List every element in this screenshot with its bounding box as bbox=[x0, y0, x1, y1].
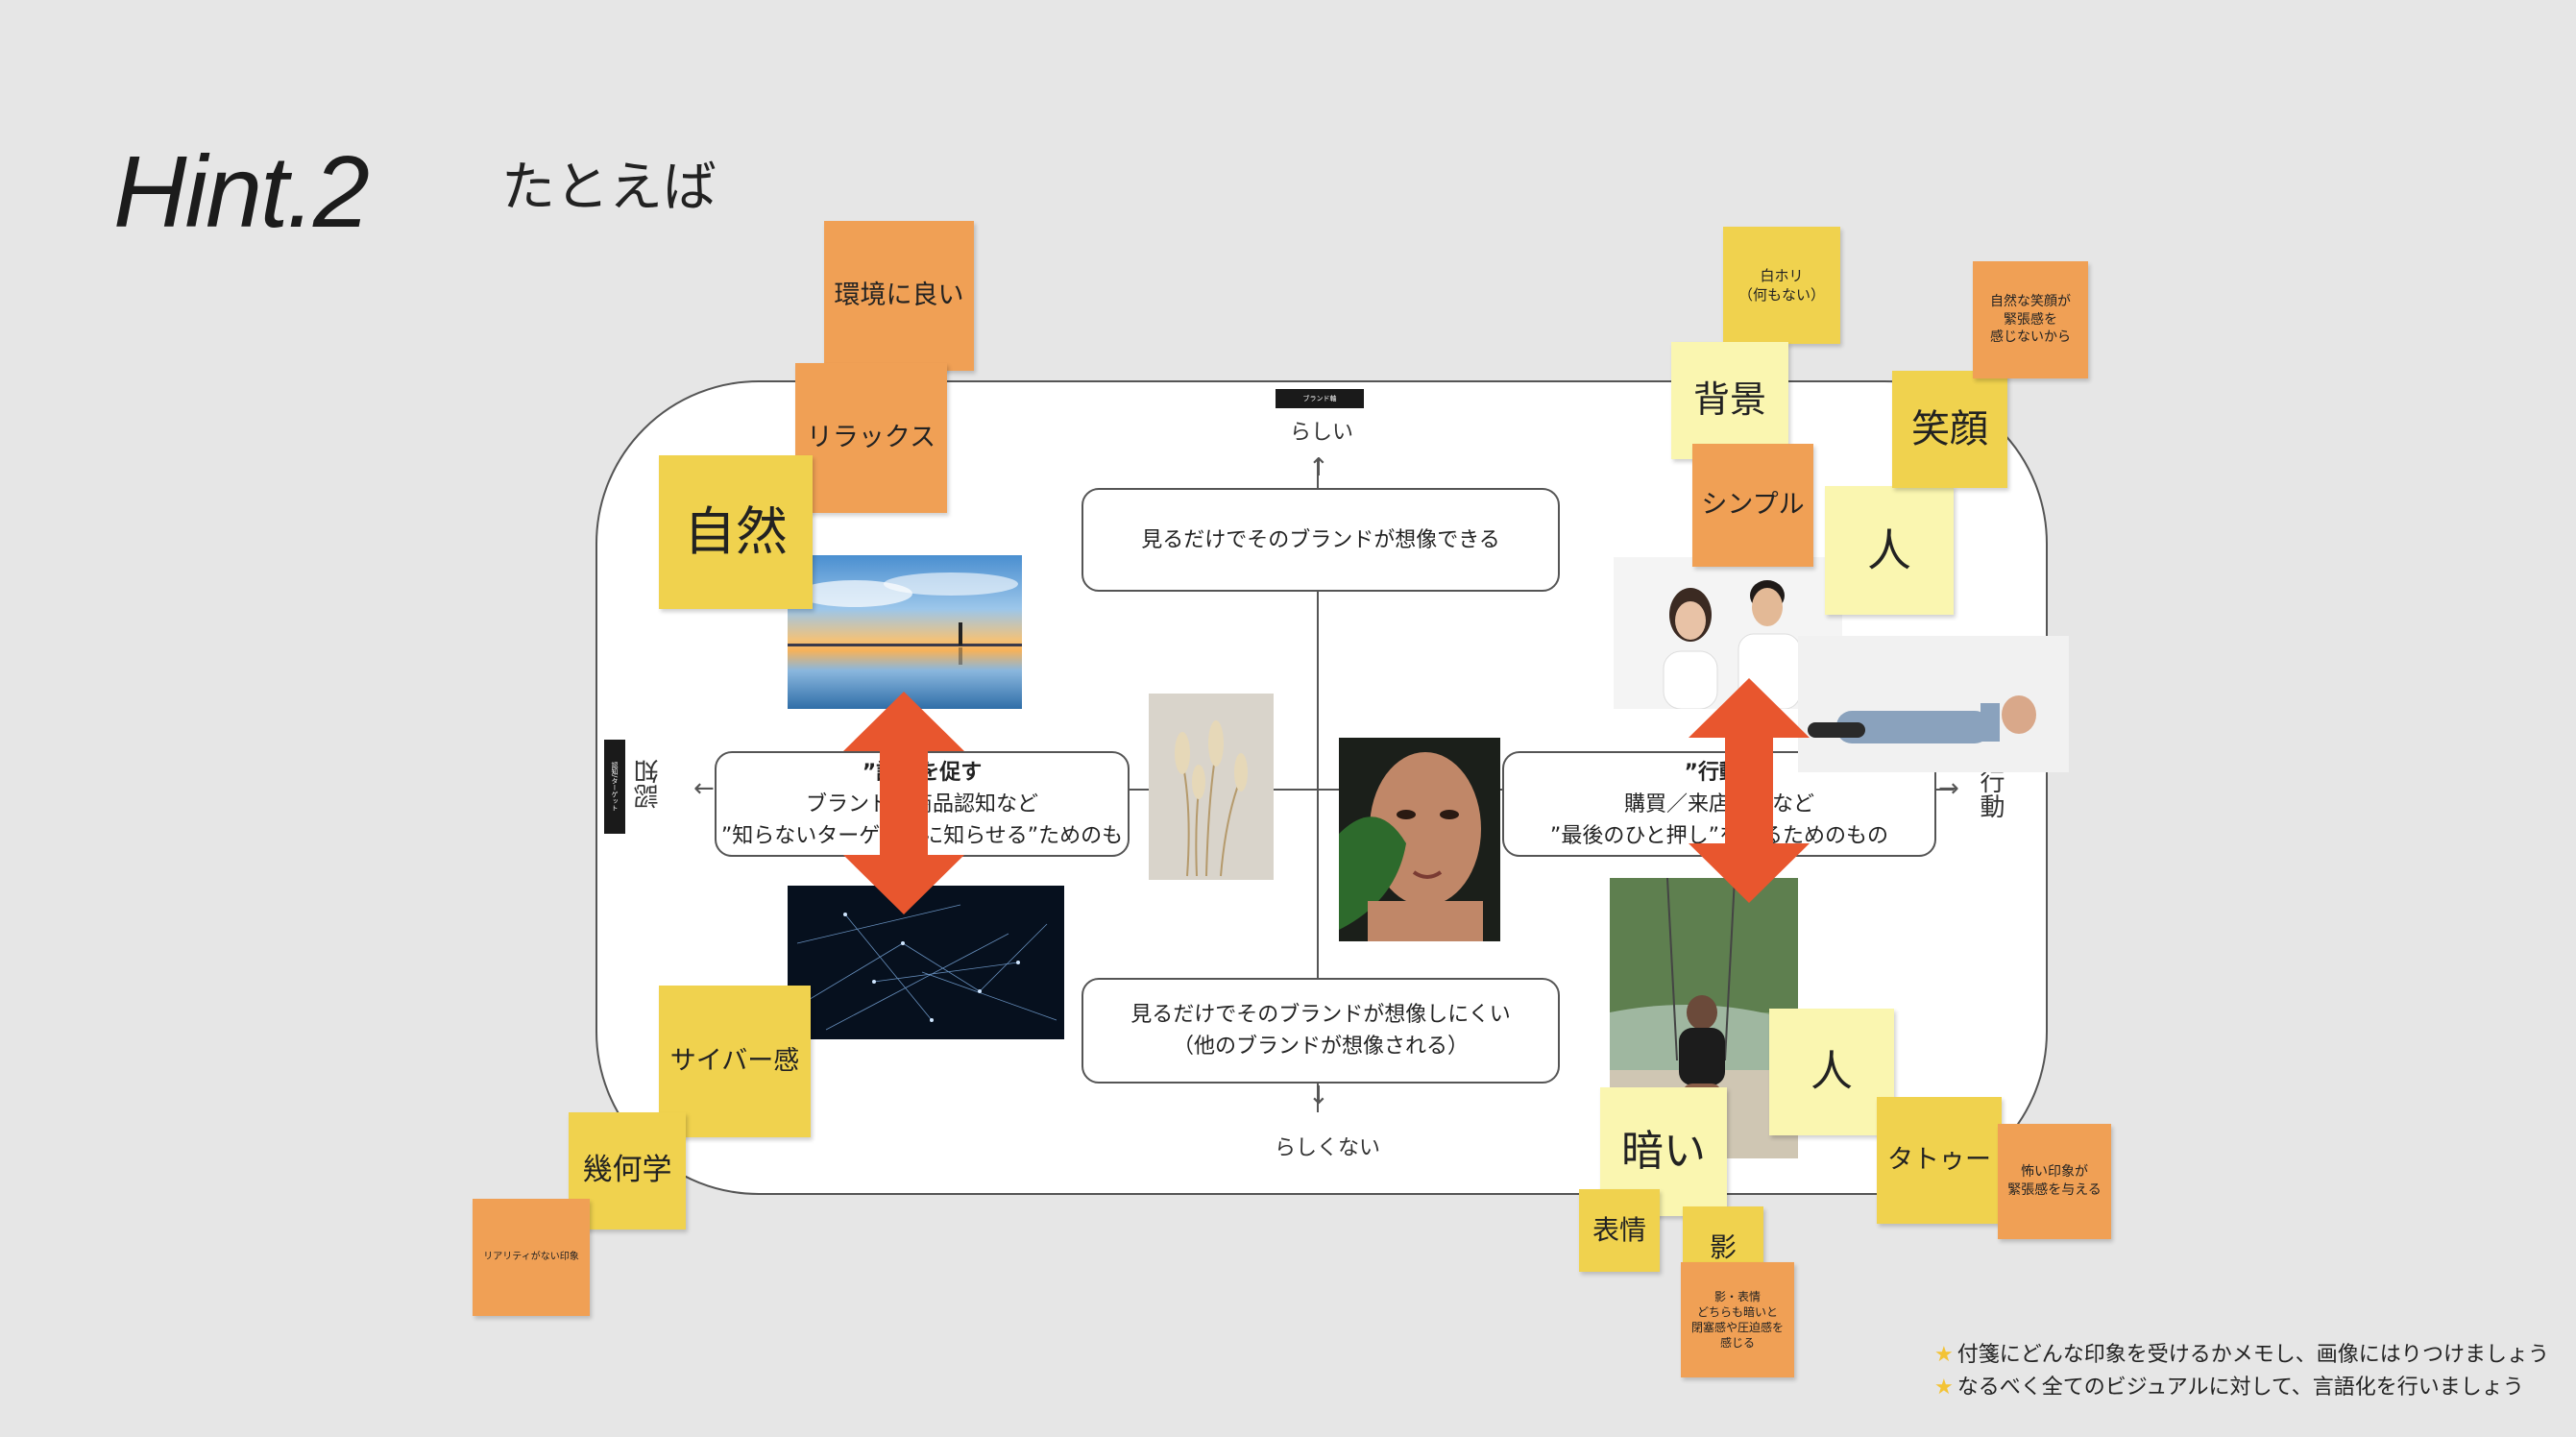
sunset-photo[interactable] bbox=[788, 555, 1022, 709]
top-axis-tag: ブランド軸 bbox=[1276, 389, 1364, 408]
star-icon: ★ bbox=[1934, 1376, 1954, 1400]
sticky-note-egao[interactable]: 笑顔 bbox=[1892, 371, 2007, 488]
sticky-note-cyber[interactable]: サイバー感 bbox=[659, 986, 811, 1137]
vertical-axis bbox=[1317, 459, 1319, 1112]
sticky-note-hito-top[interactable]: 人 bbox=[1825, 486, 1954, 615]
sticky-note-shizen-egao[interactable]: 自然な笑顔が 緊張感を 感じないから bbox=[1973, 261, 2088, 378]
page-subtitle: たとえば bbox=[501, 157, 717, 219]
star-icon: ★ bbox=[1934, 1343, 1954, 1367]
bottom-quadrant-box: 見るだけでそのブランドが想像しにくい （他のブランドが想像される） bbox=[1081, 978, 1560, 1084]
horizontal-axis bbox=[715, 789, 1954, 791]
left-axis-tag: 認知/ターゲット bbox=[604, 740, 625, 834]
sticky-note-kage-hyojo[interactable]: 影・表情 どちらも暗いと 閉塞感や圧迫感を 感じる bbox=[1681, 1262, 1794, 1377]
sticky-note-simple[interactable]: シンプル bbox=[1692, 444, 1813, 567]
axis-arrow-up-icon: ↑ bbox=[1308, 453, 1329, 482]
top-quadrant-box: 見るだけでそのブランドが想像できる bbox=[1081, 488, 1560, 592]
axis-arrow-left-icon: ← bbox=[693, 774, 715, 803]
sticky-note-relax[interactable]: リラックス bbox=[795, 363, 947, 513]
sticky-note-haikei[interactable]: 背景 bbox=[1671, 342, 1788, 459]
page-title: Hint.2 bbox=[113, 135, 370, 249]
top-axis-label: らしい bbox=[1290, 421, 1354, 445]
bottom-box-line2: （他のブランドが想像される） bbox=[1172, 1035, 1469, 1059]
axis-arrow-down-icon: ↓ bbox=[1308, 1082, 1329, 1110]
footer-tip-2: ★なるべく全てのビジュアルに対して、言語化を行いましょう bbox=[1934, 1376, 2524, 1400]
right-axis-label: 行動 bbox=[1976, 768, 2005, 818]
axis-arrow-right-icon: → bbox=[1938, 774, 1959, 803]
bottom-axis-label: らしくない bbox=[1275, 1136, 1381, 1160]
sticky-note-reality[interactable]: リアリティがない印象 bbox=[473, 1199, 590, 1316]
lying-man-photo[interactable] bbox=[1798, 636, 2069, 772]
sticky-note-shizen[interactable]: 自然 bbox=[659, 455, 813, 609]
footer-tips: ★付箋にどんな印象を受けるかメモし、画像にはりつけましょう ★なるべく全てのビジ… bbox=[1934, 1339, 2549, 1404]
left-axis-label: 認知 bbox=[634, 759, 663, 809]
footer-tip-1: ★付箋にどんな印象を受けるかメモし、画像にはりつけましょう bbox=[1934, 1343, 2549, 1367]
top-box-text: 見るだけでそのブランドが想像できる bbox=[1141, 527, 1500, 552]
right-double-arrow-icon bbox=[1689, 678, 1810, 903]
left-double-arrow-icon bbox=[843, 692, 964, 914]
right-box-line1: 購買／来店促進など bbox=[1623, 792, 1814, 816]
sticky-note-kankyo[interactable]: 環境に良い bbox=[824, 221, 974, 371]
sticky-note-tattoo[interactable]: タトゥー bbox=[1877, 1097, 2002, 1224]
pampas-photo[interactable] bbox=[1149, 694, 1274, 880]
sticky-note-shirohori[interactable]: 白ホリ （何もない） bbox=[1723, 227, 1840, 344]
network-photo[interactable] bbox=[788, 886, 1064, 1039]
bottom-box-line1: 見るだけでそのブランドが想像しにくい bbox=[1130, 1003, 1511, 1027]
sticky-note-hyojo[interactable]: 表情 bbox=[1579, 1189, 1660, 1272]
face-photo[interactable] bbox=[1339, 738, 1500, 941]
sticky-note-kowai[interactable]: 怖い印象が 緊張感を与える bbox=[1998, 1124, 2111, 1239]
sticky-note-hito-bottom[interactable]: 人 bbox=[1769, 1009, 1894, 1135]
